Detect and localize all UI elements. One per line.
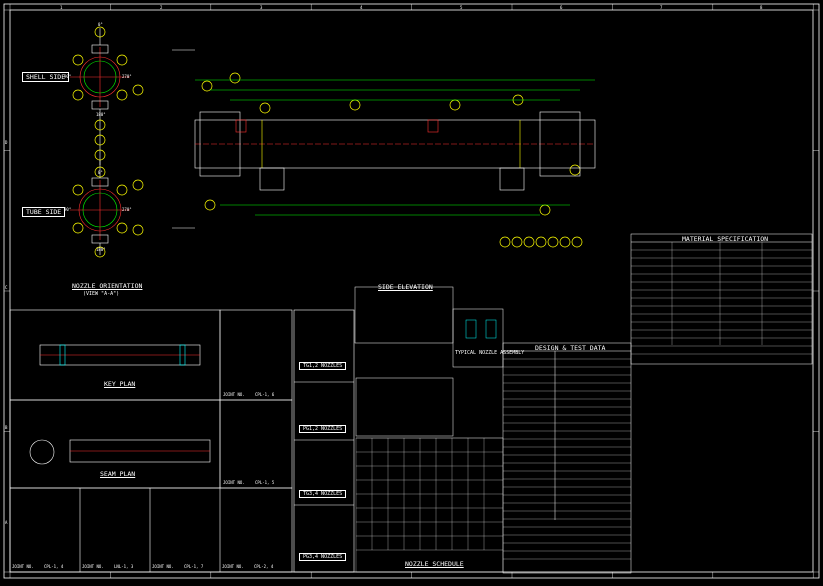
- nozzle-balloon: [539, 204, 551, 216]
- tg34-nozzles-label: TG3,4 NOZZLES: [299, 490, 347, 498]
- nozzle-balloon: [94, 166, 106, 178]
- nozzle-balloon: [449, 99, 461, 111]
- angle-90-shell: 90°: [64, 74, 72, 79]
- grid-col-8: 8: [760, 5, 763, 10]
- nozzle-balloon: [72, 222, 84, 234]
- side-elevation: [172, 49, 596, 229]
- nozzle-balloon: [523, 236, 535, 248]
- grid-col-7: 7: [660, 5, 663, 10]
- nozzle-balloon: [94, 149, 106, 161]
- nozzle-schedule-title: NOZZLE SCHEDULE: [405, 560, 464, 568]
- shell-side-label: SHELL SIDE: [22, 72, 70, 82]
- grid-col-4: 4: [360, 5, 363, 10]
- joint-label-4: JOINT NO.: [82, 564, 104, 569]
- nozzle-orientation-tube: [70, 160, 130, 255]
- lower-panels: [9, 309, 355, 573]
- nozzle-balloon: [72, 54, 84, 66]
- joint-value-1: CPL-1, 6: [255, 392, 275, 397]
- angle-270-shell: 270°: [122, 74, 132, 79]
- key-plan-title: KEY PLAN: [104, 380, 136, 388]
- nozzle-balloon: [559, 236, 571, 248]
- grid-col-1: 1: [60, 5, 63, 10]
- material-spec-table: [630, 233, 813, 365]
- tube-side-label: TUBE SIDE: [22, 207, 66, 217]
- title-info-box: [354, 286, 454, 344]
- nozzle-balloon: [116, 54, 128, 66]
- nozzle-balloon: [204, 199, 216, 211]
- key-plan-vessel: [39, 344, 201, 366]
- grid-row-A: A: [5, 520, 8, 525]
- nozzle-balloon: [116, 222, 128, 234]
- nozzle-balloon: [201, 80, 213, 92]
- angle-180-shell: 180°: [96, 112, 106, 117]
- nozzle-balloon: [72, 184, 84, 196]
- seam-plan-title: SEAM PLAN: [100, 470, 136, 478]
- joint-value-2: CPL-1, 5: [255, 480, 275, 485]
- joint-label-1: JOINT NO.: [223, 392, 245, 397]
- nozzle-balloon: [94, 134, 106, 146]
- nozzle-balloon: [499, 236, 511, 248]
- nozzle-balloon: [349, 99, 361, 111]
- material-spec-title: MATERIAL SPECIFICATION: [682, 235, 769, 243]
- pg12-nozzles-label: PG1,2 NOZZLES: [299, 425, 347, 433]
- grid-col-6: 6: [560, 5, 563, 10]
- nozzle-balloon: [94, 26, 106, 38]
- joint-value-6: CPL-2, 4: [254, 564, 274, 569]
- angle-0-tube: 0°: [98, 170, 103, 175]
- nozzle-balloon: [132, 179, 144, 191]
- nozzle-orientation-subtitle: (VIEW "A-A"): [83, 291, 120, 297]
- grid-row-B: B: [5, 425, 8, 430]
- nozzle-balloon: [132, 224, 144, 236]
- joint-value-3: CPL-1, 4: [44, 564, 64, 569]
- joint-value-5: CPL-1, 7: [184, 564, 204, 569]
- nozzle-orientation-shell: [70, 28, 130, 165]
- joint-label-2: JOINT NO.: [223, 480, 245, 485]
- side-elevation-title: SIDE ELEVATION: [378, 283, 433, 291]
- joint-label-5: JOINT NO.: [152, 564, 174, 569]
- nozzle-balloon: [511, 236, 523, 248]
- nozzle-balloon: [535, 236, 547, 248]
- nozzle-balloon: [132, 84, 144, 96]
- nozzle-balloon: [571, 236, 583, 248]
- angle-180-tube: 180°: [96, 247, 106, 252]
- nozzle-balloons: [72, 26, 583, 258]
- design-test-title: DESIGN & TEST DATA: [535, 344, 606, 352]
- angle-0-shell: 0°: [98, 22, 103, 27]
- nozzle-balloon: [547, 236, 559, 248]
- nozzle-balloon: [116, 184, 128, 196]
- grid-row-D: D: [5, 140, 8, 145]
- nozzle-orientation-title: NOZZLE ORIENTATION: [72, 282, 143, 290]
- grid-row-C: C: [5, 285, 8, 290]
- design-notes-box: [355, 377, 454, 437]
- nozzle-balloon: [72, 89, 84, 101]
- nozzle-balloon: [94, 246, 106, 258]
- joint-label-6: JOINT NO.: [222, 564, 244, 569]
- grid-col-3: 3: [260, 5, 263, 10]
- nozzle-balloon: [569, 164, 581, 176]
- joint-label-3: JOINT NO.: [12, 564, 34, 569]
- typical-nozzle-assembly-box: [452, 308, 504, 368]
- nozzle-schedule-grid: [355, 437, 504, 573]
- nozzle-balloon: [94, 119, 106, 131]
- tg12-nozzles-label: TG1,2 NOZZLES: [299, 362, 347, 370]
- grid-ruler: [4, 4, 819, 578]
- seam-plan-vessel: [29, 439, 211, 465]
- design-test-table: [502, 342, 632, 574]
- nozzle-balloon: [116, 89, 128, 101]
- nozzle-balloon: [259, 102, 271, 114]
- typical-nozzle-assembly-title: TYPICAL NOZZLE ASSEMBLY: [455, 350, 525, 356]
- angle-90-tube: 90°: [64, 207, 72, 212]
- grid-col-5: 5: [460, 5, 463, 10]
- grid-col-2: 2: [160, 5, 163, 10]
- angle-270-tube: 270°: [122, 207, 132, 212]
- pg34-nozzles-label: PG3,4 NOZZLES: [299, 553, 347, 561]
- joint-value-4: LNL-1, 3: [114, 564, 134, 569]
- nozzle-balloon: [229, 72, 241, 84]
